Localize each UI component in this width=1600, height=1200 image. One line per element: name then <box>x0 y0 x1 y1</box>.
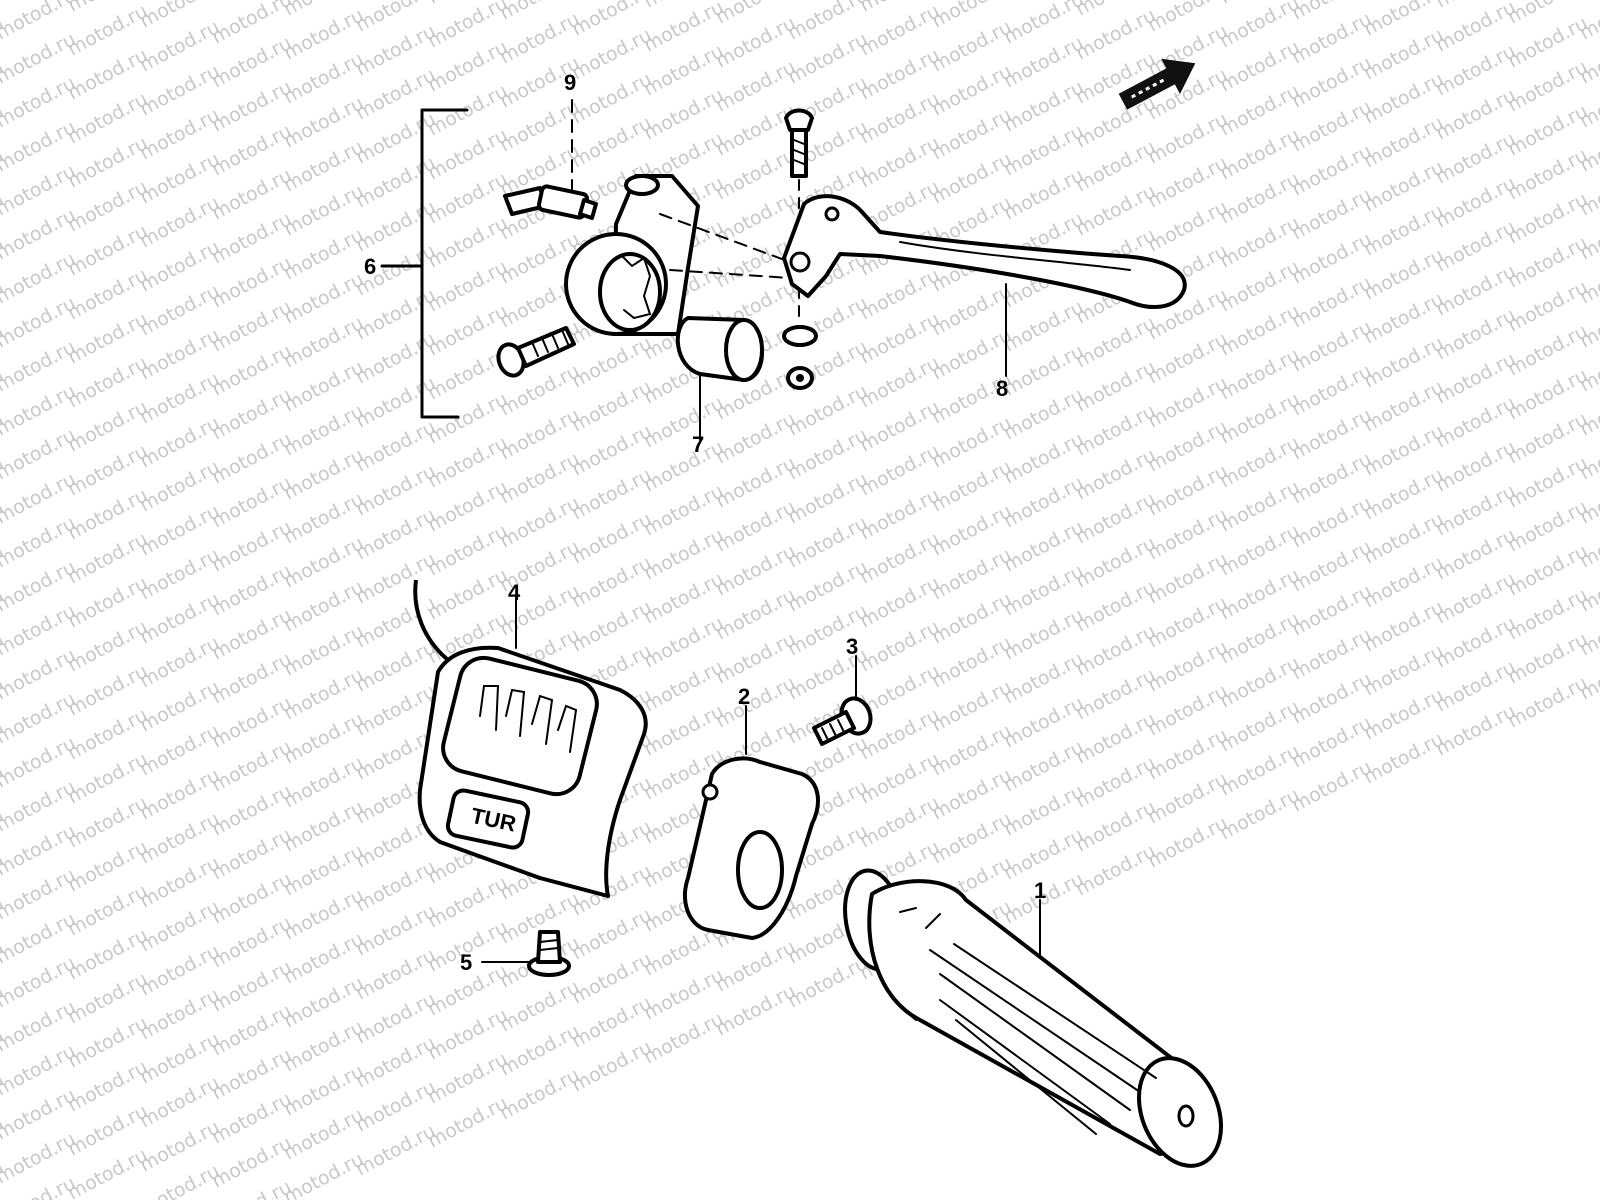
lever-holder <box>564 174 700 336</box>
clutch-lever <box>782 194 1187 377</box>
callout-3: 3 <box>846 634 858 659</box>
collar <box>675 316 764 441</box>
cable-adjuster <box>503 99 598 220</box>
callout-8: 8 <box>996 376 1008 401</box>
callout-2: 2 <box>738 684 750 709</box>
handlebar-switch: TUR <box>413 579 648 898</box>
callout-labels: 9 6 7 8 4 3 2 5 1 <box>364 70 1046 975</box>
handlebar-grip <box>843 868 1224 1168</box>
callout-4: 4 <box>508 580 521 605</box>
callout-6: 6 <box>364 254 376 279</box>
callout-9: 9 <box>564 70 576 95</box>
assembly-bracket <box>380 108 469 419</box>
callout-7: 7 <box>692 432 704 457</box>
front-arrow-icon <box>1118 58 1196 110</box>
callout-5: 5 <box>460 950 472 975</box>
pivot-bolt <box>782 108 818 390</box>
watermark-text: motod.ru <box>1576 0 1600 44</box>
throttle-screw <box>812 655 873 746</box>
callout-1: 1 <box>1034 878 1046 903</box>
small-screw <box>481 930 571 977</box>
throttle-housing <box>682 705 820 940</box>
clamp-screw <box>496 326 576 378</box>
